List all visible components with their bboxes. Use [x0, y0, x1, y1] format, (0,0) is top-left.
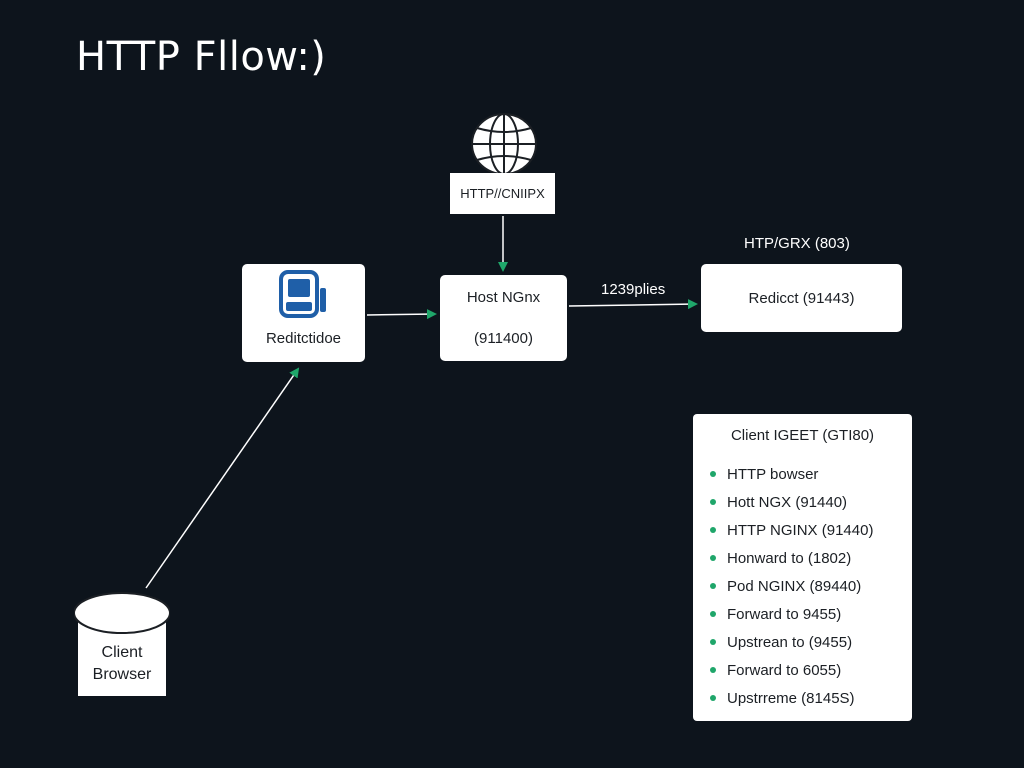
step-text: Upstrreme (8145S): [727, 689, 855, 707]
page-title: HTTP Fllow:): [76, 34, 327, 80]
arrow-nginx-to-redirect: [568, 299, 698, 310]
list-item: HTTP bowser: [710, 460, 912, 488]
arrow-client-to-device: [145, 367, 300, 589]
client-label-line1: Client: [101, 644, 143, 661]
edge-label-nginx-redirect: 1239plies: [601, 281, 666, 298]
step-text: Forward to 6055): [727, 661, 842, 679]
client-label-line2: Browser: [92, 666, 152, 683]
list-item: HTTP NGINX (91440): [710, 516, 912, 544]
client-label: Client Browser: [74, 642, 170, 686]
step-text: Pod NGINX (89440): [727, 577, 862, 595]
nginx-title: Host NGnx: [466, 289, 541, 306]
step-text: Forward to 9455): [727, 605, 842, 623]
redirect-node[interactable]: Redicct (91443): [701, 264, 902, 332]
list-item: Hott NGX (91440): [710, 488, 912, 516]
step-text: Upstrean to (9455): [727, 633, 853, 651]
bullet-dot-icon: [710, 499, 716, 505]
steps-panel: Client IGEET (GTI80) HTTP bowser Hott NG…: [693, 414, 912, 721]
list-item: Forward to 6055): [710, 656, 912, 684]
redirect-label: Redicct (91443): [748, 289, 855, 307]
bullet-dot-icon: [710, 471, 716, 477]
globe-label-box[interactable]: HTTP//CNIIPX: [450, 173, 555, 214]
step-text: HTTP bowser: [727, 465, 819, 483]
bullet-dot-icon: [710, 555, 716, 561]
globe-label: HTTP//CNIIPX: [460, 186, 545, 201]
step-text: Honward to (1802): [727, 549, 852, 567]
globe-icon: [471, 113, 537, 175]
arrow-device-to-nginx: [366, 309, 437, 320]
client-node-shape: [74, 592, 170, 696]
bullet-dot-icon: [710, 527, 716, 533]
bullet-dot-icon: [710, 667, 716, 673]
nginx-node[interactable]: Host NGnx (911400): [440, 275, 567, 361]
client-browser-node[interactable]: Client Browser: [74, 592, 170, 696]
list-item: Upstrean to (9455): [710, 628, 912, 656]
redirect-caption: HTP/GRX (803): [744, 235, 850, 252]
step-text: Hott NGX (91440): [727, 493, 848, 511]
bullet-dot-icon: [710, 583, 716, 589]
steps-list: HTTP bowser Hott NGX (91440) HTTP NGINX …: [693, 460, 912, 712]
device-node[interactable]: Reditctidoe: [242, 264, 365, 362]
list-item: Upstrreme (8145S): [710, 684, 912, 712]
list-item: Honward to (1802): [710, 544, 912, 572]
step-text: HTTP NGINX (91440): [727, 521, 874, 539]
steps-title: Client IGEET (GTI80): [730, 427, 875, 444]
bullet-dot-icon: [710, 639, 716, 645]
device-label: Reditctidoe: [265, 330, 342, 347]
list-item: Pod NGINX (89440): [710, 572, 912, 600]
nginx-port: (911400): [474, 330, 533, 347]
bullet-dot-icon: [710, 695, 716, 701]
bullet-dot-icon: [710, 611, 716, 617]
list-item: Forward to 9455): [710, 600, 912, 628]
server-device-icon: [279, 270, 326, 318]
